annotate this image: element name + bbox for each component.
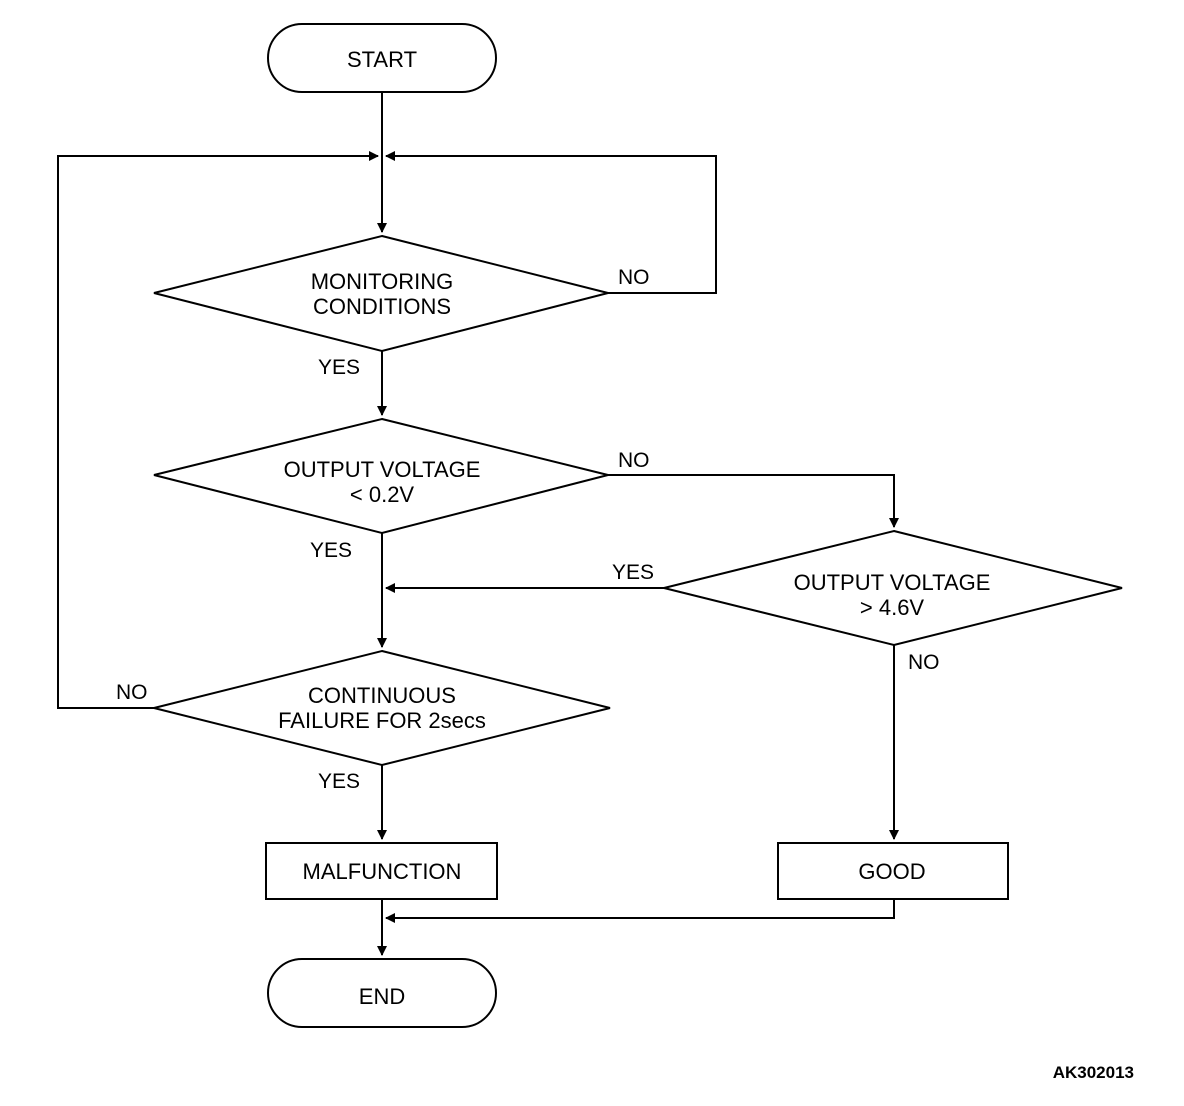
output-low-label-line2: < 0.2V	[350, 482, 415, 507]
output-high-label-line2: > 4.6V	[860, 595, 925, 620]
end-terminal: END	[267, 958, 497, 1028]
edge-labels: NO YES NO YES YES NO NO YES	[116, 266, 940, 793]
monitoring-yes-label: YES	[318, 356, 360, 379]
malfunction-box: MALFUNCTION	[265, 842, 498, 900]
continuous-label-line2: FAILURE FOR 2secs	[278, 708, 486, 733]
monitoring-label-line1: MONITORING	[311, 269, 454, 294]
continuous-label-line1: CONTINUOUS	[308, 683, 456, 708]
monitoring-label-line2: CONDITIONS	[313, 294, 451, 319]
good-to-end-connector	[385, 899, 895, 923]
good-label: GOOD	[858, 859, 925, 884]
output-voltage-low-decision: OUTPUT VOLTAGE < 0.2V	[153, 417, 609, 535]
output-voltage-high-decision: OUTPUT VOLTAGE > 4.6V	[663, 529, 1123, 647]
output-high-label-line1: OUTPUT VOLTAGE	[794, 570, 991, 595]
malfunction-label: MALFUNCTION	[303, 859, 462, 884]
connectors	[57, 92, 899, 956]
start-terminal: START	[267, 23, 497, 93]
output-low-yes-label: YES	[310, 539, 352, 562]
output-low-no-label: NO	[618, 449, 650, 472]
continuous-failure-decision: CONTINUOUS FAILURE FOR 2secs	[153, 649, 611, 767]
good-box: GOOD	[777, 842, 1009, 900]
figure-code: AK302013	[1053, 1063, 1134, 1082]
output-high-yes-label: YES	[612, 561, 654, 584]
output-low-label-line1: OUTPUT VOLTAGE	[284, 457, 481, 482]
monitoring-no-loop-connector	[385, 151, 717, 294]
continuous-no-label: NO	[116, 681, 148, 704]
monitoring-no-label: NO	[618, 266, 650, 289]
start-label: START	[347, 47, 417, 72]
continuous-no-loop-connector	[57, 151, 379, 709]
output-high-no-label: NO	[908, 651, 940, 674]
output-low-no-connector	[608, 474, 899, 528]
monitoring-conditions-decision: MONITORING CONDITIONS	[153, 234, 609, 353]
end-label: END	[359, 984, 405, 1009]
continuous-yes-label: YES	[318, 770, 360, 793]
